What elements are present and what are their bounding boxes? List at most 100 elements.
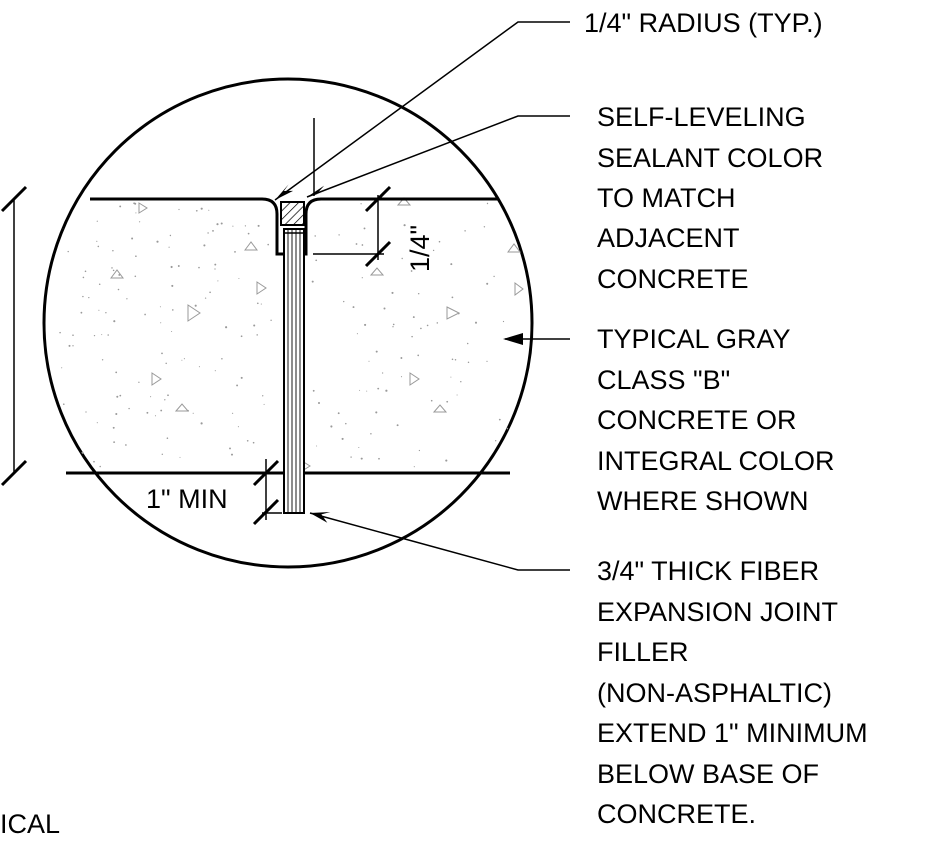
aggregate-speck <box>314 235 316 237</box>
aggregate-speck <box>82 276 85 279</box>
aggregate-speck <box>356 333 358 335</box>
aggregate-speck <box>216 223 219 226</box>
arrowhead-filler <box>310 512 331 523</box>
aggregate-speck <box>80 311 83 314</box>
aggregate-speck <box>352 306 355 309</box>
aggregate-speck <box>200 207 203 210</box>
callout-sealant-line: CONCRETE <box>597 264 749 294</box>
callout-sealant-line: SEALANT COLOR <box>597 143 823 173</box>
aggregate-speck <box>67 250 69 253</box>
aggregate-speck <box>212 229 214 232</box>
aggregate-speck <box>134 275 137 278</box>
aggregate-speck <box>169 234 172 237</box>
aggregate-speck <box>498 418 501 421</box>
aggregate-speck <box>81 451 84 454</box>
aggregate-speck <box>179 456 181 458</box>
aggregate-speck <box>486 360 488 362</box>
aggregate-speck <box>101 334 103 336</box>
aggregate-speck <box>432 249 435 252</box>
aggregate-speck <box>345 422 347 425</box>
aggregate-speck <box>232 412 234 414</box>
callout-concrete: TYPICAL GRAY CLASS "B" CONCRETE OR INTEG… <box>597 324 835 516</box>
aggregate-speck <box>378 457 380 460</box>
expansion-joint-filler <box>283 228 305 514</box>
callout-concrete-line: CLASS "B" <box>597 365 730 395</box>
aggregate-speck <box>361 277 363 279</box>
aggregate-speck <box>438 240 441 243</box>
aggregate-speck <box>72 345 74 347</box>
aggregate-speck <box>312 389 315 392</box>
aggregate-speck <box>171 330 173 333</box>
aggregate-speck <box>88 296 90 299</box>
aggregate-speck <box>375 411 378 414</box>
aggregate-speck <box>411 335 413 338</box>
aggregate-speck <box>240 376 243 379</box>
aggregate-speck <box>207 232 209 234</box>
aggregate-speck <box>446 400 449 403</box>
aggregate-speck <box>234 251 236 253</box>
aggregate-speck <box>456 394 458 396</box>
aggregate-speck <box>360 203 362 205</box>
aggregate-speck <box>96 220 98 222</box>
aggregate-speck <box>160 322 162 324</box>
aggregate-speck <box>168 246 170 248</box>
aggregate-speck <box>486 282 489 285</box>
aggregate-speck <box>460 380 462 383</box>
aggregate-speck <box>99 465 101 468</box>
aggregate-speck <box>400 357 403 359</box>
callout-filler-line: (NON-ASPHALTIC) <box>597 678 832 708</box>
aggregate-speck <box>396 424 399 427</box>
aggregate-speck <box>412 316 415 319</box>
aggregate-speck <box>338 234 340 236</box>
aggregate-speck <box>97 245 100 248</box>
aggregate-speck <box>156 240 159 243</box>
aggregate-speck <box>161 453 164 456</box>
aggregate-speck <box>161 352 163 355</box>
aggregate-speck <box>240 335 243 338</box>
callout-filler: 3/4" THICK FIBER EXPANSION JOINT FILLER … <box>597 556 868 829</box>
callout-filler-line: EXPANSION JOINT <box>597 597 838 627</box>
aggregate-speck <box>315 259 318 262</box>
aggregate-speck <box>134 202 137 205</box>
aggregate-speck <box>454 359 457 361</box>
aggregate-speck <box>154 415 157 417</box>
aggregate-speck <box>214 263 217 266</box>
aggregate-speck <box>68 344 71 347</box>
aggregate-speck <box>417 292 420 295</box>
aggregate-speck <box>116 395 119 398</box>
callout-sealant: SELF-LEVELING SEALANT COLOR TO MATCH ADJ… <box>597 102 823 294</box>
aggregate-speck <box>451 296 454 299</box>
aggregate-speck <box>257 224 260 227</box>
callout-concrete-line: TYPICAL GRAY <box>597 324 791 354</box>
dimension-one-inch-min: 1" MIN <box>146 484 228 514</box>
aggregate-speck <box>343 300 345 303</box>
aggregate-speck <box>126 298 128 300</box>
aggregate-speck <box>450 376 452 378</box>
aggregate-speck <box>262 395 264 397</box>
aggregate-speck <box>377 387 380 390</box>
aggregate-speck <box>128 407 130 410</box>
aggregate-speck <box>341 437 344 440</box>
callout-sealant-line: SELF-LEVELING <box>597 102 806 132</box>
aggregate-speck <box>167 394 169 397</box>
aggregate-speck <box>112 426 115 429</box>
aggregate-speck <box>366 390 368 392</box>
aggregate-speck <box>237 426 239 428</box>
aggregate-speck <box>198 266 200 269</box>
aggregate-speck <box>135 255 137 258</box>
aggregate-speck <box>466 342 469 345</box>
aggregate-speck <box>364 323 367 326</box>
aggregate-speck <box>270 319 272 322</box>
aggregate-speck <box>93 460 95 463</box>
aggregate-speck <box>194 304 197 307</box>
callout-concrete-line: CONCRETE OR <box>597 405 797 435</box>
aggregate-speck <box>363 227 366 230</box>
aggregate-speck <box>183 358 185 360</box>
aggregate-speck <box>370 432 372 435</box>
aggregate-speck <box>209 291 211 294</box>
aggregate-speck <box>181 359 183 361</box>
aggregate-speck <box>221 358 223 360</box>
aggregate-speck <box>107 334 109 336</box>
aggregate-speck <box>165 362 167 365</box>
